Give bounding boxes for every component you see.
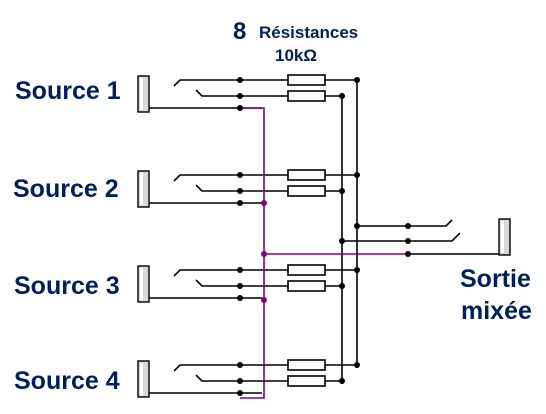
jack-highlight [140, 268, 143, 300]
junction-dot [339, 238, 345, 244]
resistor [287, 169, 326, 181]
source-4-jack [137, 360, 150, 398]
wires [148, 79, 500, 394]
jack-body [137, 265, 150, 303]
jack-body [498, 218, 511, 256]
junction-dot [339, 93, 345, 99]
jack-body [137, 75, 150, 113]
junction-dot [237, 200, 243, 206]
contact-spring [173, 79, 186, 87]
resistor [287, 264, 326, 276]
junction-dot [405, 223, 411, 229]
resistor [287, 375, 326, 387]
ground-dot [261, 251, 267, 257]
source-4-label: Source 4 [14, 367, 120, 395]
title-word: Résistances [259, 23, 359, 42]
junction-dot [354, 267, 360, 273]
junction-dot [237, 295, 243, 301]
source-3-jack [137, 265, 150, 303]
junction-dot [354, 77, 360, 83]
junction-dots [237, 77, 411, 396]
source-3-label: Source 3 [14, 272, 120, 300]
ground-bus-line [240, 107, 265, 399]
jack-highlight [140, 173, 143, 205]
contact-spring [173, 364, 186, 372]
junction-dot [354, 223, 360, 229]
junction-dot [354, 362, 360, 368]
junction-dot [339, 188, 345, 194]
contact-spring [195, 279, 208, 287]
jack-body [137, 170, 150, 208]
contact-spring [195, 184, 208, 192]
output-label-line1: Sortie [460, 265, 531, 293]
output-label-line2: mixée [461, 297, 532, 325]
junction-dot [237, 362, 243, 368]
jack-highlight [140, 78, 143, 110]
junction-dot [237, 172, 243, 178]
resistor [287, 359, 326, 371]
resistor [287, 185, 326, 197]
junction-dot [237, 283, 243, 289]
source-2-jack [137, 170, 150, 208]
title-value: 10kΩ [275, 46, 317, 65]
junction-dot [237, 390, 243, 396]
components [137, 74, 511, 398]
contact-spring [173, 269, 186, 277]
junction-dot [237, 378, 243, 384]
junction-dot [237, 93, 243, 99]
junction-dot [339, 283, 345, 289]
contact-spring [195, 374, 208, 382]
junction-dot [405, 238, 411, 244]
contact-spring [195, 89, 208, 97]
ground-bus [240, 107, 408, 399]
junction-dot [339, 378, 345, 384]
resistor [287, 90, 326, 102]
junction-dot [237, 188, 243, 194]
source-1-label: Source 1 [15, 77, 121, 105]
junction-dot [237, 77, 243, 83]
junction-dot [237, 105, 243, 111]
output-jack [498, 218, 511, 256]
junction-dot [405, 251, 411, 257]
title-count: 8 [233, 18, 247, 45]
jack-body [137, 360, 150, 398]
source-1-jack [137, 75, 150, 113]
contact-spring [173, 174, 186, 182]
output-spring [440, 219, 453, 227]
jack-highlight [140, 363, 143, 395]
junction-dot [237, 267, 243, 273]
ground-dot [261, 200, 267, 206]
resistor [287, 280, 326, 292]
jack-highlight [501, 221, 504, 253]
resistor [287, 74, 326, 86]
output-spring [440, 232, 461, 242]
source-2-label: Source 2 [13, 175, 119, 203]
junction-dot [354, 172, 360, 178]
ground-dot [261, 297, 267, 303]
